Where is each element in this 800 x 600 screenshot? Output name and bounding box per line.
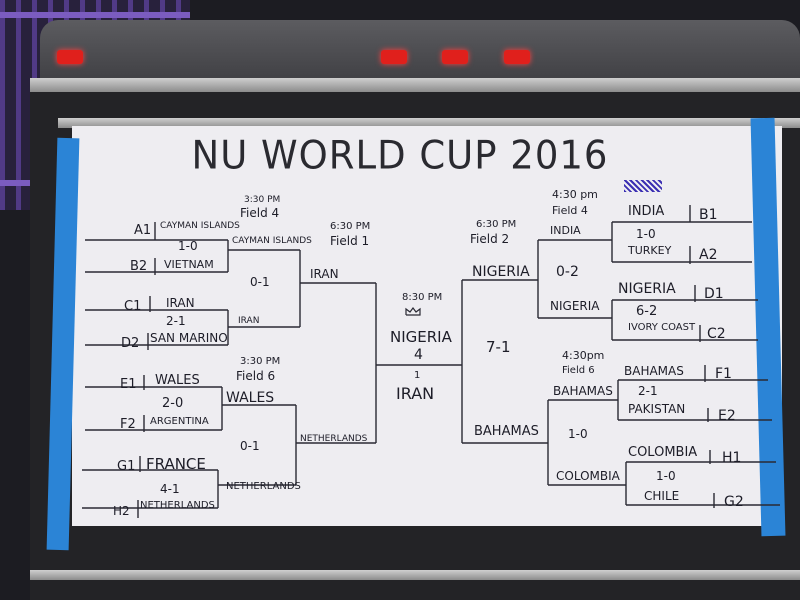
team-name: WALES: [155, 373, 200, 388]
team-name: FRANCE: [146, 455, 206, 473]
team-name: TURKEY: [628, 244, 672, 257]
final-winner-score: 4: [414, 347, 423, 363]
team-name: BAHAMAS: [553, 384, 613, 398]
match-time: 3:30 PM: [240, 356, 281, 367]
match-score: 1-0: [636, 227, 656, 241]
team-name: ARGENTINA: [150, 416, 209, 427]
group-label: C1: [124, 299, 142, 314]
final-time: 8:30 PM: [402, 292, 443, 303]
match-time: 4:30 pm: [552, 188, 598, 201]
match-time: 4:30pm: [562, 349, 605, 362]
group-label: G1: [117, 459, 136, 474]
marker-light: [57, 50, 83, 64]
group-label: F1: [715, 366, 732, 382]
marker-light: [504, 50, 530, 64]
team-name: PAKISTAN: [628, 402, 686, 416]
match-field: Field 1: [330, 234, 370, 248]
team-name: SAN MARINO: [150, 331, 228, 345]
team-name: CAYMAN ISLANDS: [232, 236, 312, 246]
match-score: 0-1: [240, 439, 260, 453]
team-name: IRAN: [166, 296, 195, 310]
marker-light: [381, 50, 407, 64]
match-score: 0-2: [556, 264, 579, 280]
group-label: G2: [724, 494, 744, 510]
team-name: NIGERIA: [618, 281, 676, 297]
group-label: A2: [699, 247, 718, 263]
final-winner: NIGERIA: [390, 328, 452, 346]
team-name: NETHERLANDS: [226, 481, 301, 492]
crown-icon: [405, 307, 421, 316]
match-score: 1-0: [568, 427, 588, 441]
match-score: 0-1: [250, 275, 270, 289]
group-label: E2: [718, 408, 736, 424]
match-score: 7-1: [486, 338, 511, 356]
group-label: H1: [722, 450, 742, 466]
team-name: CAYMAN ISLANDS: [160, 221, 240, 231]
team-name: IVORY COAST: [628, 322, 696, 333]
match-field: Field 6: [236, 369, 276, 383]
match-score: 1-0: [656, 469, 676, 483]
trailer-trim: [30, 78, 800, 92]
match-score: 2-1: [166, 314, 186, 328]
match-score: 1-0: [178, 239, 198, 253]
railing-rail: [0, 12, 190, 18]
team-name: WALES: [226, 390, 275, 406]
scribbled-out-text: [624, 180, 662, 192]
team-name: COLOMBIA: [628, 445, 698, 460]
team-name: IRAN: [310, 267, 339, 281]
team-name: NETHERLANDS: [140, 500, 215, 511]
match-field: Field 6: [562, 365, 595, 376]
team-name: BAHAMAS: [624, 364, 684, 378]
team-name: NIGERIA: [550, 299, 600, 313]
group-label: C2: [707, 326, 726, 342]
group-label: E1: [120, 377, 137, 392]
team-name: IRAN: [238, 316, 260, 326]
match-field: Field 2: [470, 232, 510, 246]
team-name: NETHERLANDS: [300, 434, 368, 444]
group-label: H2: [113, 504, 130, 518]
team-name: INDIA: [550, 224, 581, 237]
match-score: 2-1: [638, 384, 658, 398]
match-score: 4-1: [160, 482, 180, 496]
team-name: VIETNAM: [164, 258, 214, 271]
match-time: 6:30 PM: [330, 221, 371, 232]
trailer-trim: [30, 570, 800, 580]
group-label: B1: [699, 207, 718, 223]
group-label: D1: [704, 286, 724, 302]
trailer-trim: [58, 118, 800, 128]
team-name: INDIA: [628, 204, 665, 219]
group-label: A1: [134, 223, 152, 238]
poster-title: NU WORLD CUP 2016: [191, 132, 609, 179]
match-field: Field 4: [552, 204, 588, 217]
match-score: 6-2: [636, 304, 658, 319]
marker-light: [442, 50, 468, 64]
match-score: 2-0: [162, 396, 184, 411]
group-label: D2: [121, 336, 140, 351]
bracket-poster: [72, 126, 782, 526]
match-time: 3:30 PM: [244, 195, 281, 205]
final-loser: IRAN: [396, 384, 435, 403]
team-name: COLOMBIA: [556, 469, 620, 483]
match-time: 6:30 PM: [476, 219, 517, 230]
match-field: Field 4: [240, 206, 280, 220]
final-loser-score: 1: [414, 370, 421, 381]
team-name: CHILE: [644, 489, 680, 503]
team-name: BAHAMAS: [474, 424, 539, 439]
group-label: B2: [130, 259, 148, 274]
group-label: F2: [120, 417, 136, 432]
team-name: NIGERIA: [472, 264, 530, 280]
